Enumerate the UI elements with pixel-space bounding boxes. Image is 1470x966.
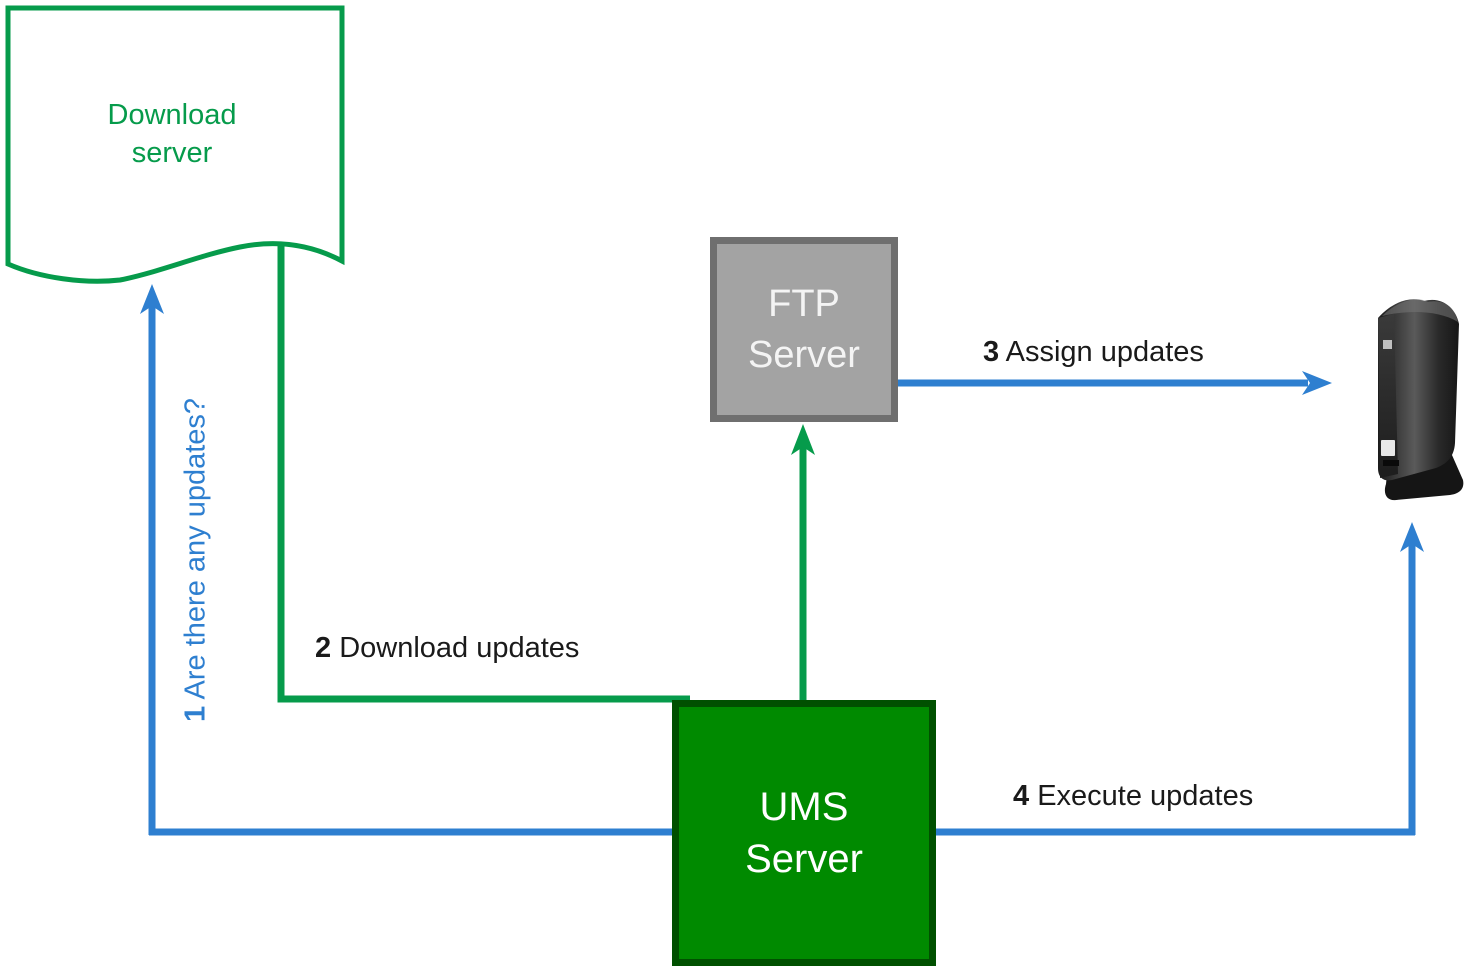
device-front-panel [1378,314,1398,478]
device-body [1378,299,1459,481]
arrow-1-number: 1 [179,705,212,723]
arrow-1-label: 1 Are there any updates? [180,398,213,722]
download-server-label-line1: Download [107,99,237,131]
arrow-4-label: 4 Execute updates [1013,780,1253,813]
document-shape [5,5,345,284]
arrow-2-label: 2 Download updates [315,632,579,665]
ums-to-ftp-arrowhead [791,424,815,455]
ftp-server-label-line2: Server [748,333,860,376]
arrow-4-arrowhead [1400,522,1424,552]
download-server-label-line2: server [131,137,213,169]
arrow-3-arrowhead [1302,371,1332,395]
arrow-1-text: Are there any updates? [179,397,212,700]
arrow-4-number: 4 [1013,780,1030,812]
download-server-node [5,5,345,284]
device-logo [1383,340,1392,349]
arrow-4-text: Execute updates [1037,780,1254,812]
arrow-3-text: Assign updates [1005,336,1204,368]
arrow-1-arrowhead [140,284,164,314]
arrow-3-number: 3 [983,336,1000,368]
device-badge [1381,440,1395,456]
ftp-server-label-line1: FTP [768,282,840,325]
ums-server-node: UMS Server [672,700,936,966]
arrow-2-download-updates-line [277,246,690,703]
ums-server-label-line2: Server [745,837,863,881]
download-server-label: Download server [40,96,304,172]
arrow-3-label: 3 Assign updates [983,336,1204,369]
arrow-2-text: Download updates [339,632,580,664]
device-slot [1383,460,1399,466]
ums-server-label-line1: UMS [759,785,849,829]
device-top-sheen [1382,299,1458,322]
thin-client-device-image [1378,299,1464,501]
ftp-server-node: FTP Server [710,237,898,422]
arrow-2-number: 2 [315,632,332,664]
